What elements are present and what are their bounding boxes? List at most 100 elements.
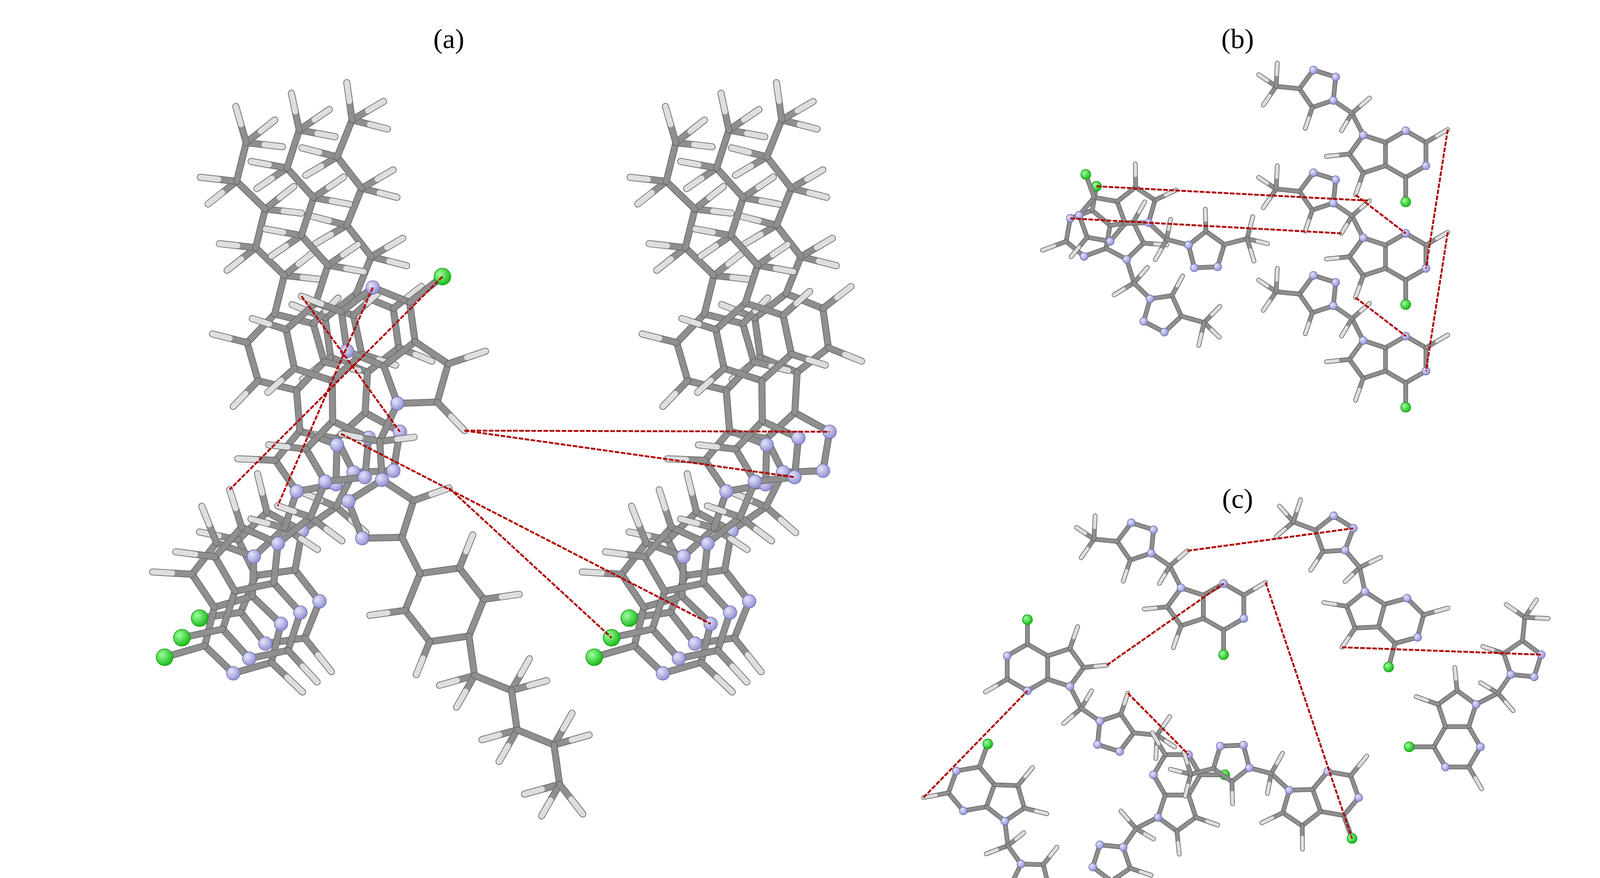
hydrogen-bond-stick: [283, 211, 302, 213]
bond-outline: [675, 142, 713, 148]
bond-outline: [1299, 294, 1313, 313]
bond: [1054, 241, 1067, 246]
bond-outline: [1169, 551, 1188, 567]
hydrogen-bond-stick: [1341, 224, 1347, 234]
hydrogen-bond-stick: [311, 216, 330, 221]
bond-outline: [1425, 232, 1448, 246]
bond-outline: [1224, 238, 1248, 245]
molecule: [1404, 600, 1549, 790]
bond-outline: [637, 181, 666, 205]
hydrogen-bond-stick: [1025, 768, 1033, 778]
hydrogen-bond-stick: [1305, 118, 1310, 129]
bond-outline: [582, 572, 623, 575]
hydrogen-bond-stick: [301, 296, 322, 305]
bond: [766, 120, 782, 157]
hydrogen-bond-stick: [680, 519, 698, 524]
bond-outline: [415, 341, 449, 365]
bond-outline: [1017, 785, 1025, 809]
nitrogen-atom: [1106, 237, 1115, 246]
bond-outline: [1438, 691, 1458, 706]
bond-outline: [541, 784, 560, 817]
nitrogen-atom: [1472, 700, 1480, 709]
nitrogen-atom: [1402, 594, 1411, 603]
bond-outline: [286, 329, 295, 369]
bond-outline: [1349, 154, 1364, 174]
hydrogen-bond-stick: [732, 277, 751, 280]
hydrogen-bond-stick: [265, 229, 284, 233]
bond-outline: [783, 315, 792, 355]
bond: [1383, 142, 1388, 166]
chlorine-atom: [621, 609, 638, 627]
hydrogen-bond-stick: [686, 474, 692, 494]
hydrogen-bond-stick: [260, 120, 276, 132]
bond-outline: [1117, 201, 1126, 224]
molecule: [173, 93, 397, 683]
hydrogen-bond-stick: [721, 93, 725, 112]
bond-outline: [1302, 811, 1321, 827]
nitrogen-atom: [271, 537, 285, 551]
bond-outline: [731, 148, 767, 157]
bond-outline: [781, 101, 814, 121]
hydrogen-bond-stick: [1183, 752, 1188, 764]
bond: [402, 537, 421, 574]
hydrogen-bond-stick: [1230, 792, 1235, 805]
bond-outline: [346, 82, 353, 121]
bond: [172, 573, 192, 575]
bond: [1027, 644, 1048, 657]
bond: [1043, 856, 1051, 866]
bond-outline: [301, 235, 328, 266]
hydrogen-bond-stick: [808, 192, 827, 198]
bond: [1167, 607, 1182, 627]
bond-outline: [1111, 868, 1131, 878]
hydrogen-bond-stick: [656, 259, 672, 271]
nitrogen-atom: [330, 438, 344, 452]
bond: [315, 265, 328, 304]
bond: [516, 730, 554, 746]
panel-label: (c): [1222, 483, 1254, 515]
nitrogen-atom: [748, 474, 762, 489]
hydrogen-bond-line: [1096, 186, 1370, 201]
hydrogen-bond-stick: [212, 333, 230, 339]
bond-outline: [1276, 165, 1278, 190]
chlorine-atom: [1218, 650, 1229, 660]
molecule: [1070, 163, 1268, 272]
hydrogen-bond-stick: [1203, 209, 1208, 221]
bond-outline: [1069, 649, 1084, 669]
bond-outline: [694, 209, 732, 214]
hydrogen-bond-stick: [1454, 667, 1457, 680]
bond-outline: [791, 354, 826, 366]
bond: [1427, 700, 1439, 705]
hydrogen-bond-stick: [756, 529, 772, 541]
hydrogen-bond-stick: [1355, 184, 1360, 196]
bond: [745, 265, 758, 304]
hydrogen-bond-stick: [728, 253, 743, 265]
bond-outline: [468, 599, 484, 637]
hydrogen-bond-stick: [1178, 842, 1180, 855]
bond: [994, 785, 1018, 786]
bond-outline: [1070, 237, 1087, 257]
hydrogen-bond-stick: [1152, 733, 1160, 744]
hydrogen-bond-stick: [1305, 220, 1310, 232]
nitrogen-atom: [719, 484, 734, 499]
bond-outline: [176, 552, 216, 558]
nitrogen-atom: [1160, 328, 1169, 337]
nitrogen-atom: [672, 651, 686, 666]
hydrogen-bond-stick: [1276, 63, 1278, 75]
hydrogen-bond-stick: [1070, 247, 1079, 257]
bond: [1190, 768, 1214, 775]
hydrogen-bond-stick: [1300, 837, 1304, 850]
bond-outline: [1385, 165, 1406, 178]
hydrogen-bond-stick: [1144, 834, 1154, 840]
bond-outline: [1159, 566, 1171, 585]
bond: [1120, 704, 1125, 716]
bond: [337, 120, 353, 157]
bond: [1302, 811, 1321, 827]
bond-outline: [1506, 604, 1525, 618]
nitrogen-atom: [952, 767, 961, 776]
hydrogen-bond-stick: [730, 538, 747, 550]
bond-outline: [265, 229, 302, 236]
bond-outline: [776, 82, 782, 121]
hydrogen-bond-stick: [520, 658, 530, 675]
bond-outline: [1123, 560, 1131, 582]
